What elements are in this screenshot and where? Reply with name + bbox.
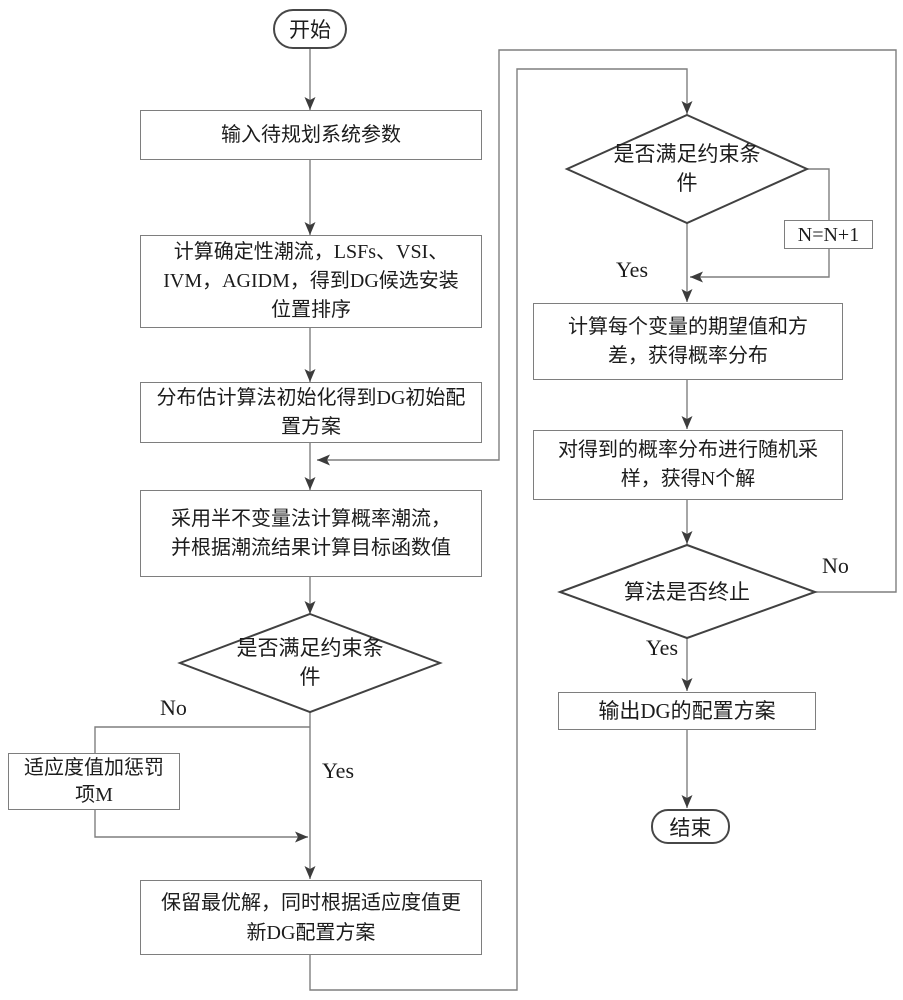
output-dg-box: 输出DG的配置方案 <box>558 692 816 730</box>
penalty-box: 适应度值加惩罚 项M <box>8 753 180 810</box>
constraint-check-diamond-left <box>177 612 443 714</box>
input-params-label: 输入待规划系统参数 <box>221 123 401 146</box>
deterministic-flow-box: 计算确定性潮流，LSFs、VSI、 IVM，AGIDM，得到DG候选安装 位置排… <box>140 235 482 328</box>
output-dg-label: 输出DG的配置方案 <box>598 698 776 723</box>
keep-best-label: 保留最优解，同时根据适应度值更 新DG配置方案 <box>161 891 461 944</box>
edge-terminate-no-feedback <box>317 49 897 593</box>
constraint-check-diamond-right <box>564 113 810 225</box>
terminate-check-diamond <box>557 543 818 640</box>
deterministic-flow-label: 计算确定性潮流，LSFs、VSI、 IVM，AGIDM，得到DG候选安装 位置排… <box>163 241 459 321</box>
edge-keepbest-loop-to-right-diamond <box>309 68 693 991</box>
end-label: 结束 <box>669 815 712 840</box>
edge-penalty-return <box>94 810 308 843</box>
n-increment-label: N=N+1 <box>797 223 860 246</box>
expectation-variance-box: 计算每个变量的期望值和方 差，获得概率分布 <box>533 303 843 380</box>
penalty-label: 适应度值加惩罚 项M <box>24 756 164 806</box>
end-node: 结束 <box>651 809 730 844</box>
cumulant-flow-box: 采用半不变量法计算概率潮流， 并根据潮流结果计算目标函数值 <box>140 490 482 577</box>
start-label: 开始 <box>289 18 331 42</box>
terminate-check-label: 算法是否终止 <box>624 580 750 604</box>
eda-init-box: 分布估计算法初始化得到DG初始配 置方案 <box>140 382 482 443</box>
edge-label-left-yes: Yes <box>322 758 355 783</box>
edge-label-right-bottom-no: No <box>822 553 849 578</box>
random-sampling-label: 对得到的概率分布进行随机采 样，获得N个解 <box>558 439 818 490</box>
constraint-check-left-label: 是否满足约束条 件 <box>236 636 384 689</box>
keep-best-box: 保留最优解，同时根据适应度值更 新DG配置方案 <box>140 880 482 955</box>
eda-init-label: 分布估计算法初始化得到DG初始配 置方案 <box>156 386 466 438</box>
edge-right-diamond-to-nbox <box>807 168 830 220</box>
expectation-variance-label: 计算每个变量的期望值和方 差，获得概率分布 <box>568 315 808 367</box>
edge-label-left-no: No <box>160 695 187 720</box>
edge-label-right-bottom-yes: Yes <box>646 635 679 660</box>
random-sampling-box: 对得到的概率分布进行随机采 样，获得N个解 <box>533 430 843 500</box>
edge-no-to-penalty <box>94 726 310 753</box>
edge-nbox-return <box>690 249 830 283</box>
start-node: 开始 <box>273 9 347 49</box>
edge-label-right-top-yes: Yes <box>616 257 649 282</box>
constraint-check-right-label: 是否满足约束条 件 <box>613 142 761 195</box>
n-increment-box: N=N+1 <box>784 220 873 249</box>
input-params-box: 输入待规划系统参数 <box>140 110 482 160</box>
cumulant-flow-label: 采用半不变量法计算概率潮流， 并根据潮流结果计算目标函数值 <box>171 507 451 559</box>
